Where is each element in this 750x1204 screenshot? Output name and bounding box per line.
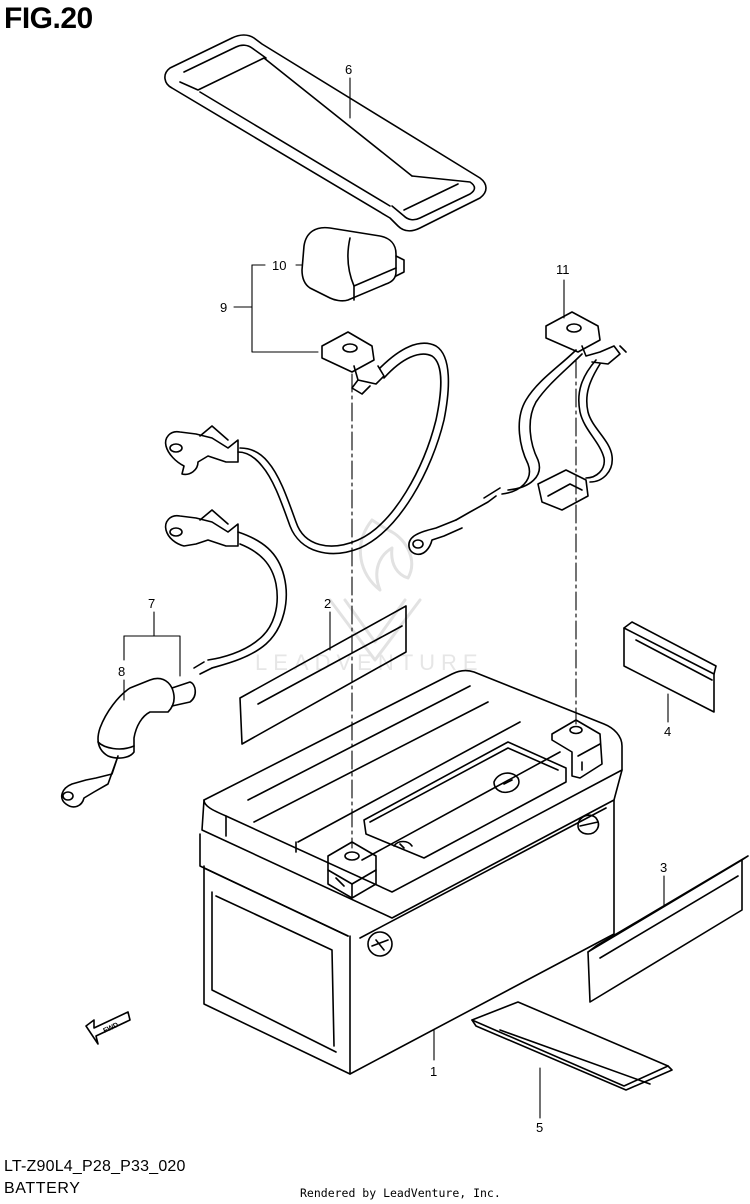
sub-lead-cable	[408, 311, 627, 556]
callout-10: 10	[272, 258, 286, 273]
battery-body	[199, 669, 623, 1075]
callout-9: 9	[220, 300, 227, 315]
positive-cable	[164, 331, 450, 555]
callout-4: 4	[664, 724, 671, 739]
battery-band	[164, 34, 487, 232]
fwd-direction-arrow	[85, 1011, 131, 1045]
battery-pad	[471, 1001, 673, 1091]
callout-1: 1	[430, 1064, 437, 1079]
negative-cable	[60, 509, 288, 808]
caution-label	[623, 621, 717, 713]
watermark-text: LEADVENTURE	[255, 650, 484, 675]
callout-2: 2	[324, 596, 331, 611]
callout-8: 8	[118, 664, 125, 679]
render-credit: Rendered by LeadVenture, Inc.	[300, 1186, 501, 1200]
figure-title: FIG.20	[4, 2, 93, 35]
terminal-cover	[301, 226, 405, 302]
figure-code: LT-Z90L4_P28_P33_020	[4, 1158, 186, 1175]
alignment-lines	[351, 359, 577, 849]
callout-leaders	[123, 77, 669, 1119]
battery-label	[239, 605, 407, 745]
callout-11: 11	[556, 262, 570, 277]
figure-name: BATTERY	[4, 1180, 81, 1197]
warning-label	[587, 855, 749, 1003]
callout-5: 5	[536, 1120, 543, 1135]
callout-3: 3	[660, 860, 667, 875]
callout-7: 7	[148, 596, 155, 611]
leadventure-watermark	[328, 518, 422, 662]
callout-6: 6	[345, 62, 352, 77]
